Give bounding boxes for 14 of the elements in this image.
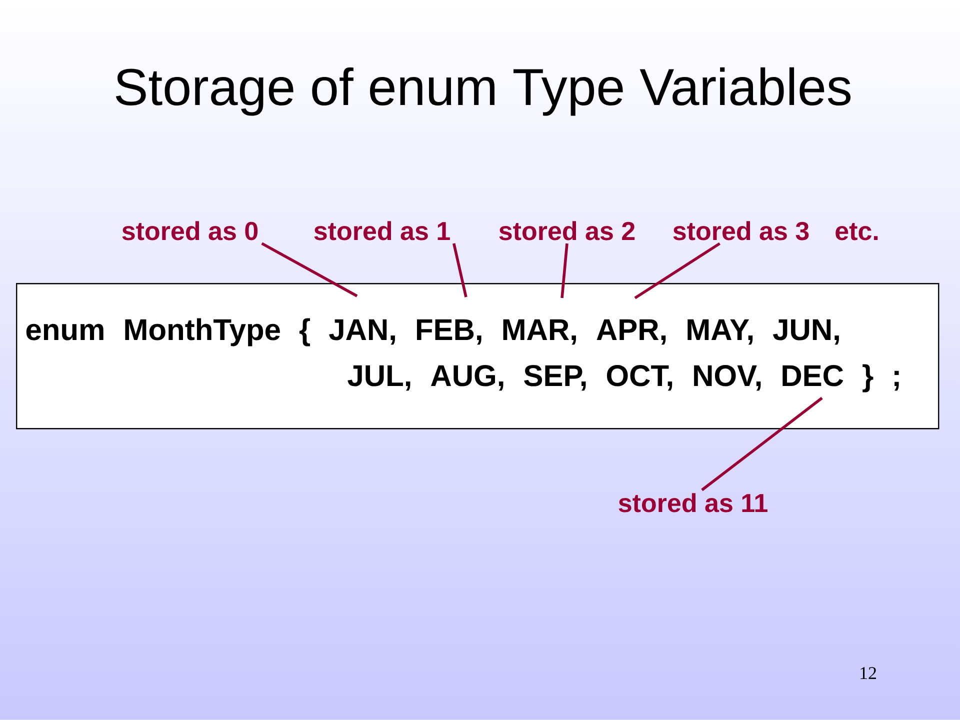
leader-line xyxy=(634,242,721,300)
callout-label: stored as 3 xyxy=(673,221,809,240)
callout-label: stored as 11 xyxy=(618,493,768,512)
leader-line xyxy=(701,396,823,492)
code-box: enum MonthType { JAN, FEB, MAR, APR, MAY, JUN, JUL, AUG, SEP, OCT, NOV, DEC } ; xyxy=(16,283,940,430)
leader-line xyxy=(560,243,568,298)
callout-label: stored as 1 xyxy=(314,221,450,240)
leader-line xyxy=(452,243,468,298)
annotation-text: etc. xyxy=(836,223,878,240)
title: Storage of enum Type Variables xyxy=(116,67,851,116)
callout-label: stored as 2 xyxy=(499,221,635,240)
page-number: 12 xyxy=(860,667,876,679)
leader-line xyxy=(261,242,358,298)
callout-label: stored as 0 xyxy=(122,221,258,240)
